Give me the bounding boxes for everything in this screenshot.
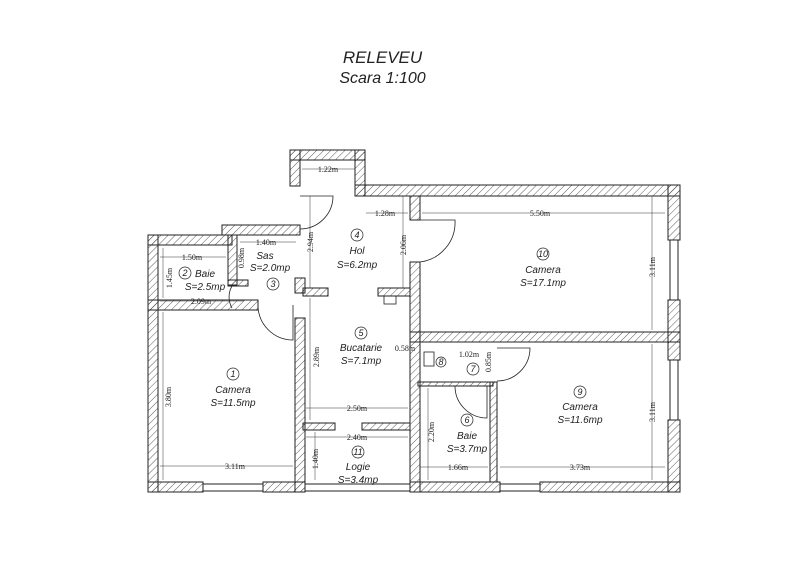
doors bbox=[228, 195, 531, 419]
dim: 3.11m bbox=[225, 462, 246, 471]
dim: 1.66m bbox=[448, 463, 469, 472]
dimension-lines bbox=[160, 168, 665, 480]
room-number: 9 bbox=[577, 387, 582, 397]
dim: 1.40m bbox=[311, 448, 320, 469]
room-name: Hol bbox=[349, 246, 365, 257]
dim: 0.85m bbox=[484, 351, 493, 372]
room-area: S=3.4mp bbox=[338, 475, 379, 486]
room-area: S=17.1mp bbox=[520, 278, 566, 289]
dim: 2.40m bbox=[347, 433, 368, 442]
room-number: 7 bbox=[470, 364, 476, 374]
room-area: S=2.0mp bbox=[250, 263, 291, 274]
dim: 5.50m bbox=[530, 209, 551, 218]
dim: 2.94m bbox=[306, 231, 315, 252]
dim: 1.45m bbox=[165, 267, 174, 288]
room-name: Baie bbox=[195, 269, 215, 280]
dimension-labels: 1.22m 1.28m 5.50m 1.40m 1.50m 0.98m 2.94… bbox=[164, 165, 657, 472]
plan-title: RELEVEU bbox=[342, 48, 423, 67]
room-name: Bucatarie bbox=[340, 343, 383, 354]
dim: 3.11m bbox=[648, 256, 657, 277]
dim: 3.73m bbox=[570, 463, 591, 472]
dim: 2.06m bbox=[399, 234, 408, 255]
room-number: 10 bbox=[538, 249, 548, 259]
room-number: 6 bbox=[464, 415, 469, 425]
room-area: S=2.5mp bbox=[185, 282, 226, 293]
dim: 1.02m bbox=[459, 350, 480, 359]
room-area: S=11.5mp bbox=[210, 398, 256, 409]
room-name: Camera bbox=[562, 402, 598, 413]
walls bbox=[147, 149, 681, 493]
dim: 2.89m bbox=[312, 346, 321, 367]
room-area: S=3.7mp bbox=[447, 444, 488, 455]
room-labels bbox=[178, 228, 587, 459]
plan-scale: Scara 1:100 bbox=[339, 70, 426, 87]
dim: 2.09m bbox=[191, 297, 212, 306]
dim: 1.22m bbox=[318, 165, 339, 174]
dim: 1.28m bbox=[375, 209, 396, 218]
room-number: 5 bbox=[358, 328, 364, 338]
room-name: Baie bbox=[457, 431, 477, 442]
room-number: 1 bbox=[230, 369, 235, 379]
dim: 1.40m bbox=[256, 238, 277, 247]
dim: 1.50m bbox=[182, 253, 203, 262]
room-number: 4 bbox=[354, 230, 359, 240]
dim: 3.80m bbox=[164, 386, 173, 407]
dim: 2.50m bbox=[347, 404, 368, 413]
dim: 3.11m bbox=[648, 401, 657, 422]
room-number: 11 bbox=[353, 447, 362, 457]
windows bbox=[202, 239, 679, 492]
room-number: 2 bbox=[181, 268, 187, 278]
room-name: Camera bbox=[525, 265, 561, 276]
dim: 0.58m bbox=[395, 344, 416, 353]
room-number: 8 bbox=[438, 357, 443, 367]
room-name: Sas bbox=[256, 251, 273, 262]
room-area: S=11.6mp bbox=[557, 415, 603, 426]
room-name: Logie bbox=[346, 462, 371, 473]
room-texts: 1 Camera S=11.5mp 2 Baie S=2.5mp 3 Sas S… bbox=[181, 230, 603, 486]
dim: 2.20m bbox=[427, 421, 436, 442]
dim: 0.98m bbox=[237, 247, 246, 268]
room-number: 3 bbox=[270, 279, 275, 289]
room-name: Camera bbox=[215, 385, 251, 396]
room-area: S=7.1mp bbox=[341, 356, 382, 367]
room-area: S=6.2mp bbox=[337, 260, 378, 271]
